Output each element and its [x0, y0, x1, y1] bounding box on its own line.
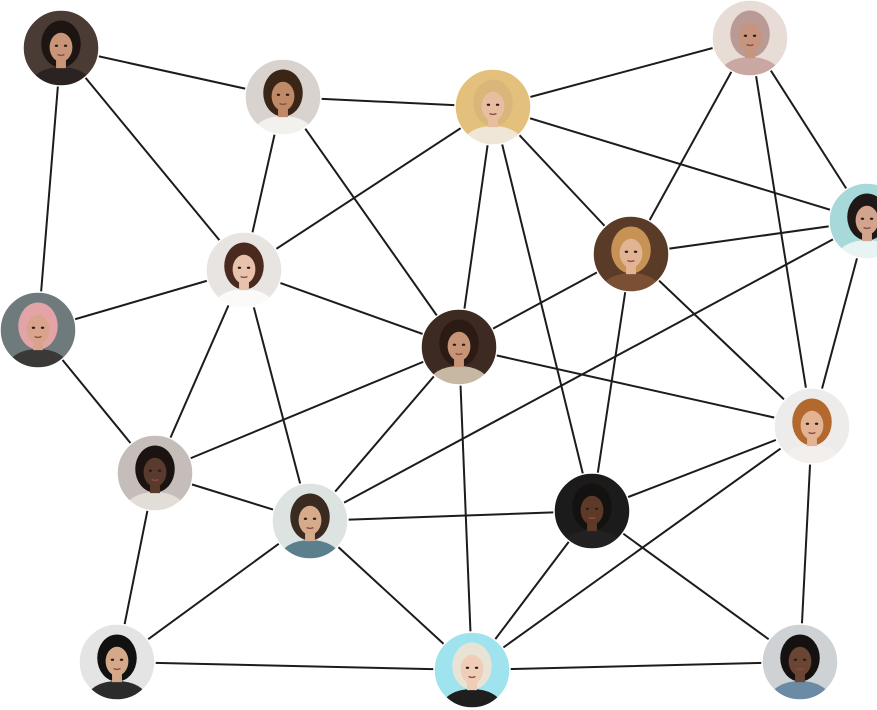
- avatar-ring: [773, 387, 851, 465]
- avatar-ring: [433, 631, 511, 709]
- avatar-person-15[interactable]: [433, 631, 511, 710]
- avatar-ring: [828, 182, 877, 260]
- avatar-person-11[interactable]: [271, 482, 349, 574]
- connection-line-person-15-person-16: [471, 661, 801, 671]
- connection-line-person-12-person-13: [591, 425, 813, 512]
- connection-line-person-14-person-15: [116, 661, 473, 671]
- avatar-ring: [420, 308, 498, 386]
- connection-line-person-12-person-16: [799, 425, 813, 663]
- connection-line-person-01-person-06: [60, 47, 245, 271]
- avatar-background: [829, 183, 877, 259]
- avatar-ring: [205, 231, 283, 309]
- avatar-person-05[interactable]: [828, 182, 877, 274]
- connection-line-person-02-person-09: [282, 96, 460, 348]
- connection-line-person-01-person-08: [37, 47, 62, 331]
- avatar-ring: [78, 623, 156, 701]
- avatar-ring: [553, 472, 631, 550]
- connection-line-person-07-person-13: [591, 253, 632, 512]
- avatar-person-04[interactable]: [711, 0, 789, 91]
- connection-line-person-04-person-12: [749, 37, 813, 427]
- connection-line-person-03-person-06: [243, 106, 494, 271]
- connection-line-person-09-person-10: [154, 346, 460, 474]
- avatar-ring: [116, 434, 194, 512]
- avatar-ring: [0, 291, 77, 369]
- connection-line-person-11-person-14: [116, 520, 311, 663]
- avatar-person-06[interactable]: [205, 231, 283, 323]
- avatar-person-09[interactable]: [420, 308, 498, 400]
- avatar-ring: [271, 482, 349, 560]
- connection-line-person-03-person-09: [458, 106, 494, 348]
- avatar-person-07[interactable]: [592, 215, 670, 307]
- avatar-ring: [454, 68, 532, 146]
- avatar-ring: [711, 0, 789, 77]
- avatar-person-01[interactable]: [22, 9, 100, 101]
- avatar-ring: [244, 58, 322, 136]
- avatar-person-14[interactable]: [78, 623, 156, 710]
- avatar-ring: [761, 623, 839, 701]
- avatar-person-10[interactable]: [116, 434, 194, 526]
- connection-line-person-05-person-11: [309, 220, 868, 522]
- avatar-person-16[interactable]: [761, 623, 839, 710]
- avatar-person-12[interactable]: [773, 387, 851, 479]
- avatar-person-13[interactable]: [553, 472, 631, 564]
- connection-line-person-13-person-16: [591, 510, 801, 663]
- avatar-ring: [592, 215, 670, 293]
- connection-line-person-05-person-07: [630, 220, 868, 255]
- connection-line-person-09-person-12: [458, 346, 813, 427]
- connection-line-person-03-person-04: [492, 37, 751, 108]
- connection-line-person-11-person-13: [309, 510, 593, 522]
- avatar-ring: [22, 9, 100, 87]
- avatar-person-03[interactable]: [454, 68, 532, 160]
- avatar-person-08[interactable]: [0, 291, 77, 383]
- connection-line-person-06-person-11: [243, 269, 311, 522]
- connection-line-person-09-person-15: [458, 346, 473, 671]
- connection-line-person-03-person-13: [492, 106, 593, 512]
- connection-line-person-07-person-12: [630, 253, 813, 427]
